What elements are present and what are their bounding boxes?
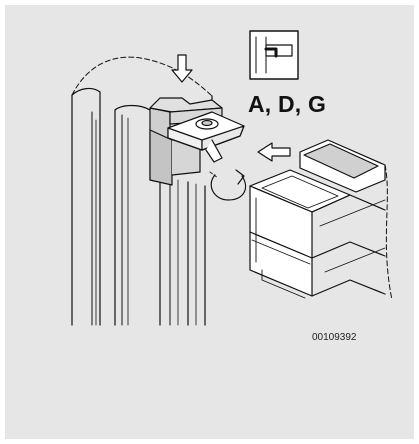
rotate-arrow-icon — [209, 169, 247, 201]
profile-symbol-icon — [249, 30, 299, 80]
diagram-panel — [5, 5, 414, 439]
clamp-plate — [167, 111, 245, 163]
press-down-arrow-icon — [171, 54, 193, 83]
vertical-profile — [71, 56, 213, 326]
variant-label: A, D, G — [248, 91, 327, 117]
push-arrow-icon — [257, 142, 291, 162]
part-number: 00109392 — [312, 332, 357, 343]
horizontal-profile — [249, 139, 393, 301]
